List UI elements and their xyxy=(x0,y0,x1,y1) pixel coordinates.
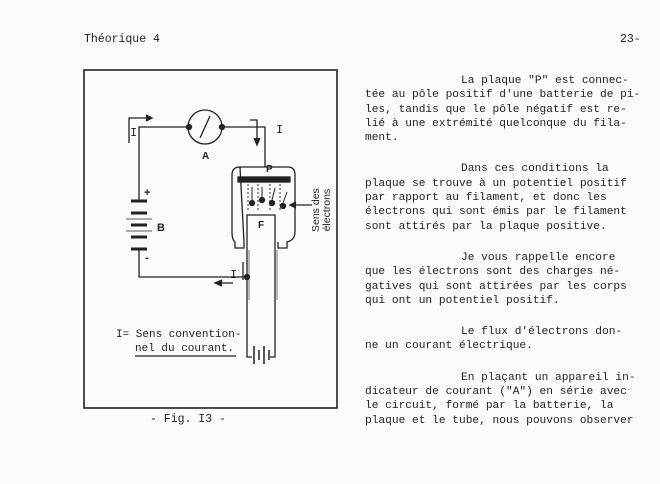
battery-label: B xyxy=(157,222,165,234)
plus-label: + xyxy=(144,187,151,199)
filament xyxy=(246,214,276,248)
ammeter-needle xyxy=(199,115,211,139)
paragraph: En plaçant un appareil in- dicateur de c… xyxy=(365,371,636,427)
paragraph: Dans ces conditions la plaque se trouve … xyxy=(365,163,627,233)
current-label: I xyxy=(230,268,238,282)
electrons xyxy=(248,196,287,210)
paragraph: Je vous rappelle encore que les électron… xyxy=(365,251,627,307)
figure-caption: - Fig. I3 - xyxy=(150,413,226,426)
ammeter-label: A xyxy=(202,151,210,162)
page-number: 23- xyxy=(620,33,641,46)
current-label: I xyxy=(276,123,284,137)
battery-icon xyxy=(131,199,147,251)
legend-line-1: I= Sens convention- xyxy=(116,329,242,341)
minus-label: - xyxy=(145,252,149,264)
page-section-title: Théorique 4 xyxy=(84,33,160,46)
current-label: I xyxy=(130,126,138,140)
wire-left xyxy=(138,126,189,200)
plate-label: P xyxy=(266,164,273,175)
paragraph: La plaque "P" est connec- tée au pôle po… xyxy=(365,75,641,145)
legend-line-2: nel du courant. xyxy=(135,343,235,355)
wire-right xyxy=(222,126,266,167)
wire-bottom xyxy=(138,250,247,278)
filament-leads xyxy=(246,248,276,358)
plate-electrode xyxy=(237,176,291,183)
current-arrow-left xyxy=(128,117,150,143)
filament-label: F xyxy=(258,220,265,231)
paragraph: Le flux d'électrons don- ne un courant é… xyxy=(365,326,623,353)
figure-frame xyxy=(83,69,338,409)
vacuum-tube xyxy=(231,166,296,249)
current-arrow-right xyxy=(250,119,258,142)
body-text: La plaque "P" est connec- tée au pôle po… xyxy=(365,74,655,445)
filament-battery-icon xyxy=(253,346,270,364)
